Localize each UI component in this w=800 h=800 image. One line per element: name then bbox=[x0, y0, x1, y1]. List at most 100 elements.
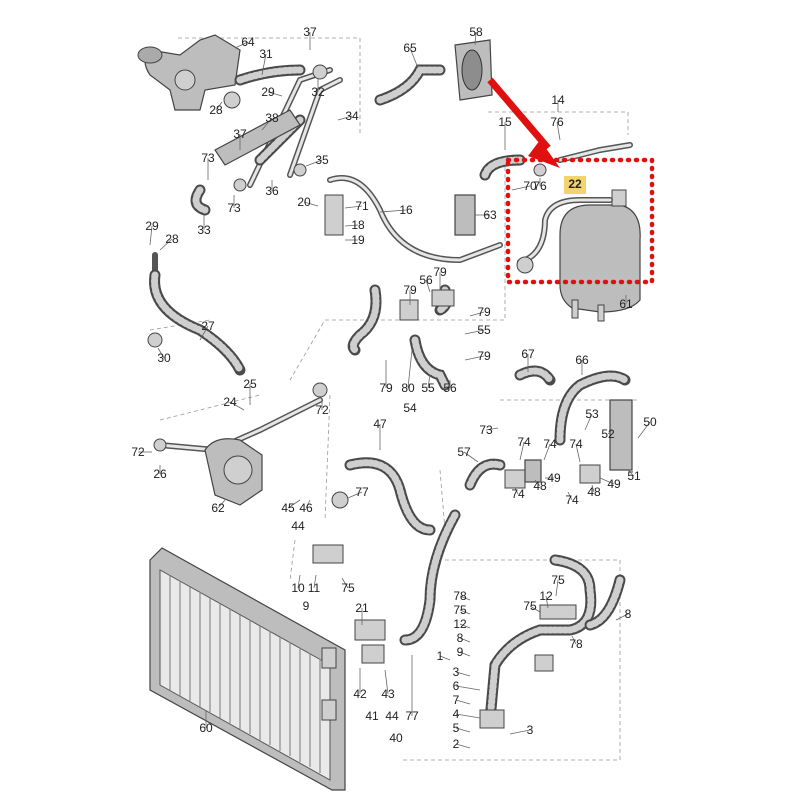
part-label-42: 42 bbox=[353, 687, 367, 701]
part-label-62: 62 bbox=[211, 501, 225, 515]
leader-line bbox=[455, 671, 471, 677]
leader-line bbox=[337, 115, 353, 121]
part-label-29: 29 bbox=[145, 219, 159, 233]
leader-line bbox=[344, 205, 363, 209]
part-label-37: 37 bbox=[233, 127, 247, 141]
leader-line bbox=[305, 499, 311, 509]
part-label-76: 76 bbox=[550, 115, 564, 129]
part-label-2: 2 bbox=[453, 737, 460, 751]
part-label-21: 21 bbox=[355, 601, 369, 615]
leader-line bbox=[261, 53, 267, 76]
leader-line bbox=[287, 499, 301, 509]
part-label-38: 38 bbox=[265, 111, 279, 125]
part-label-61: 61 bbox=[619, 297, 633, 311]
part-label-10: 10 bbox=[291, 581, 305, 595]
leader-line bbox=[637, 421, 651, 439]
part-label-31: 31 bbox=[259, 47, 273, 61]
leader-line bbox=[571, 635, 577, 645]
part-label-74: 74 bbox=[565, 493, 579, 507]
part-label-52: 52 bbox=[601, 427, 615, 441]
leader-line bbox=[455, 727, 471, 733]
part-label-34: 34 bbox=[345, 109, 359, 123]
red-arrow-shaft bbox=[487, 77, 551, 151]
leader-line bbox=[627, 469, 635, 477]
hoses bbox=[149, 64, 631, 726]
part-label-78: 78 bbox=[569, 637, 583, 651]
part-label-73: 73 bbox=[479, 423, 493, 437]
leader-line bbox=[509, 729, 531, 735]
leader-line bbox=[556, 121, 561, 141]
part-label-75: 75 bbox=[551, 573, 565, 587]
leader-line bbox=[469, 311, 485, 317]
radiator bbox=[149, 547, 346, 791]
leader-line bbox=[149, 225, 153, 246]
part-label-67: 67 bbox=[521, 347, 535, 361]
part-label-45: 45 bbox=[281, 501, 295, 515]
leader-line bbox=[615, 613, 629, 621]
part-label-66: 66 bbox=[575, 353, 589, 367]
part-label-6: 6 bbox=[453, 679, 460, 693]
part-label-74: 74 bbox=[517, 435, 531, 449]
part-label-51: 51 bbox=[627, 469, 641, 483]
part-label-8: 8 bbox=[457, 631, 464, 645]
leader-line bbox=[555, 579, 559, 597]
part-label-56: 56 bbox=[443, 381, 457, 395]
leader-line bbox=[463, 451, 479, 463]
part-label-43: 43 bbox=[381, 687, 395, 701]
part-label-50: 50 bbox=[643, 415, 657, 429]
leader-line bbox=[159, 238, 173, 251]
leader-line bbox=[267, 91, 283, 97]
leader-line bbox=[474, 31, 477, 46]
leader-line bbox=[409, 47, 419, 69]
leader-line bbox=[261, 117, 273, 131]
part-label-75: 75 bbox=[453, 603, 467, 617]
part-label-11: 11 bbox=[308, 581, 321, 595]
leader-line bbox=[455, 743, 471, 749]
part-label-79: 79 bbox=[433, 265, 447, 279]
leader-line bbox=[534, 479, 541, 487]
part-label-77: 77 bbox=[355, 485, 369, 499]
part-label-25: 25 bbox=[243, 377, 257, 391]
leader-line bbox=[229, 401, 245, 411]
leader-line bbox=[464, 355, 485, 361]
part-label-49: 49 bbox=[547, 471, 561, 485]
components bbox=[147, 39, 633, 729]
part-label-58: 58 bbox=[469, 25, 483, 39]
part-label-32: 32 bbox=[311, 85, 325, 99]
part-label-60: 60 bbox=[199, 721, 213, 735]
leader-line bbox=[543, 443, 551, 461]
leader-line bbox=[199, 325, 209, 341]
part-label-79: 79 bbox=[379, 381, 393, 395]
coolant-pump-housing bbox=[137, 34, 241, 111]
leader-line bbox=[407, 349, 413, 389]
part-label-72: 72 bbox=[131, 445, 145, 459]
part-label-72: 72 bbox=[315, 403, 329, 417]
part-label-74: 74 bbox=[511, 487, 525, 501]
leader-line bbox=[313, 574, 317, 589]
part-label-48: 48 bbox=[587, 485, 601, 499]
leader-line bbox=[425, 279, 431, 293]
leader-line bbox=[455, 713, 481, 719]
leader-line bbox=[591, 484, 595, 493]
part-label-40: 40 bbox=[389, 731, 403, 745]
part-label-29: 29 bbox=[261, 85, 275, 99]
part-label-19: 19 bbox=[351, 233, 365, 247]
part-label-12: 12 bbox=[453, 617, 467, 631]
part-label-64: 64 bbox=[241, 35, 255, 49]
leader-line bbox=[234, 41, 249, 49]
part-label-20: 20 bbox=[297, 195, 311, 209]
leader-line bbox=[341, 577, 349, 589]
leader-line bbox=[519, 441, 525, 461]
part-label-1: 1 bbox=[437, 649, 444, 663]
leader-line bbox=[599, 477, 615, 485]
leader-line bbox=[459, 651, 471, 657]
part-label-75: 75 bbox=[341, 581, 355, 595]
part-label-27: 27 bbox=[201, 319, 215, 333]
part-label-44: 44 bbox=[385, 709, 399, 723]
part-label-5: 5 bbox=[453, 721, 460, 735]
leader-line bbox=[215, 101, 223, 111]
part-label-3: 3 bbox=[453, 665, 460, 679]
part-label-55: 55 bbox=[477, 323, 491, 337]
leader-line bbox=[545, 595, 549, 609]
